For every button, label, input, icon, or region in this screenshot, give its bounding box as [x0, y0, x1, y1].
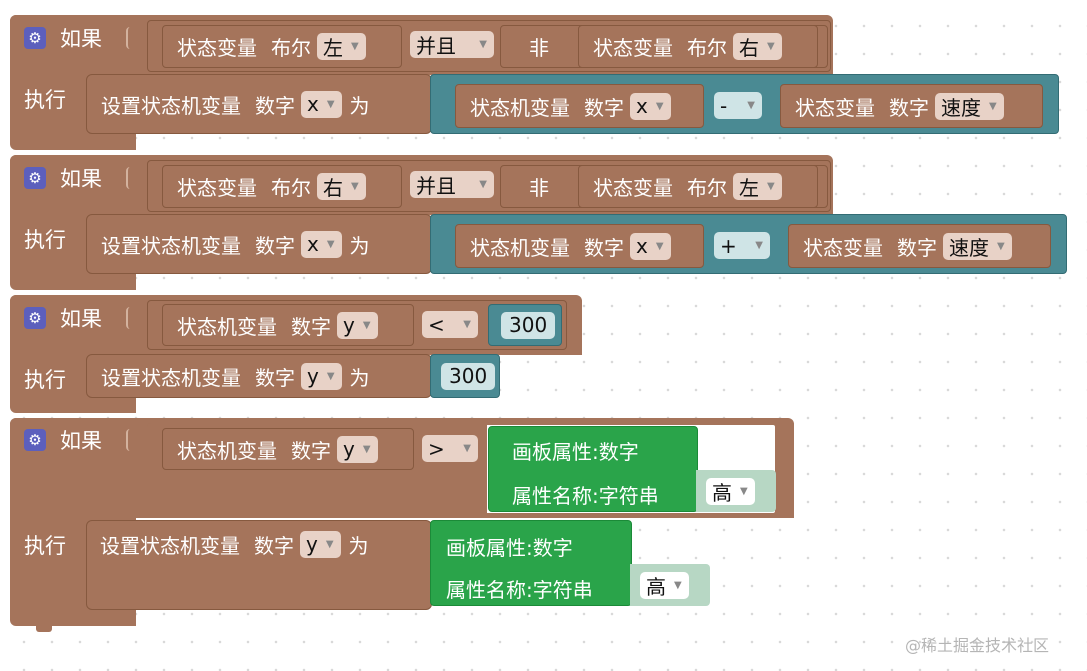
if-label: 如果: [60, 167, 102, 191]
set-sm-var-block[interactable]: 设置状态机变量 数字 y▼ 为: [86, 354, 432, 398]
sm-var-number-block[interactable]: 状态机变量 数字 x▼: [455, 224, 704, 268]
dropdown-arrow-icon: ▼: [755, 240, 763, 251]
logic-op-dropdown[interactable]: 并且▼: [410, 171, 494, 198]
do-label: 执行: [24, 534, 66, 558]
dropdown-arrow-icon: ▼: [351, 41, 359, 52]
set-sm-var-block[interactable]: 设置状态机变量 数字 x▼ 为: [86, 74, 432, 134]
prop-name-string-block[interactable]: 高▼: [630, 564, 710, 606]
do-label: 执行: [24, 88, 66, 112]
number-field[interactable]: 300: [501, 311, 556, 339]
dropdown-arrow-icon: ▼: [655, 240, 664, 252]
input-notch: [126, 27, 135, 49]
canvas-prop-number-block[interactable]: [488, 426, 698, 512]
dropdown-arrow-icon: ▼: [326, 370, 335, 382]
canvas-prop-label: 画板属性:数字: [512, 440, 639, 464]
prop-name-string-block[interactable]: 高▼: [696, 470, 776, 512]
state-var-number-block[interactable]: 状态变量 数字 速度▼: [780, 84, 1043, 128]
prop-name-dropdown[interactable]: 高▼: [640, 571, 689, 599]
set-sm-var-block[interactable]: [86, 520, 432, 610]
state-var-dropdown[interactable]: 速度▼: [943, 232, 1012, 260]
block-next-tab: [36, 626, 52, 632]
canvas-prop-number-block[interactable]: [430, 520, 632, 606]
bool-var-dropdown[interactable]: 左▼: [733, 173, 782, 200]
dropdown-arrow-icon: ▼: [674, 579, 682, 591]
dropdown-arrow-icon: ▼: [767, 41, 775, 52]
watermark: @稀土掘金技术社区: [905, 636, 1050, 655]
state-var-dropdown[interactable]: 速度▼: [935, 92, 1004, 120]
set-sm-var-block[interactable]: 设置状态机变量 数字 x▼ 为: [86, 214, 432, 274]
state-var-number-block[interactable]: 状态变量 数字 速度▼: [788, 224, 1051, 268]
gear-icon[interactable]: ⚙: [24, 307, 46, 329]
gear-icon[interactable]: ⚙: [24, 429, 46, 451]
sm-var-number-block[interactable]: 状态机变量 数字 y▼: [162, 304, 414, 346]
dropdown-arrow-icon: ▼: [326, 98, 335, 110]
input-notch: [126, 429, 135, 451]
dropdown-arrow-icon: ▼: [463, 319, 471, 330]
bool-var-dropdown[interactable]: 右▼: [733, 33, 782, 60]
arith-op-dropdown[interactable]: -▼: [714, 92, 762, 119]
sm-var-dropdown[interactable]: x▼: [630, 92, 671, 120]
input-notch: [126, 167, 135, 189]
dropdown-arrow-icon: ▼: [479, 39, 487, 50]
dropdown-arrow-icon: ▼: [463, 443, 471, 454]
dropdown-arrow-icon: ▼: [740, 485, 748, 497]
if-label: 如果: [60, 429, 102, 453]
state-var-bool-block[interactable]: 状态变量 布尔 左▼: [162, 25, 402, 68]
if-label: 如果: [60, 307, 102, 331]
sm-var-dropdown[interactable]: y▼: [301, 362, 342, 390]
bool-var-dropdown[interactable]: 左▼: [317, 33, 366, 60]
dropdown-arrow-icon: ▼: [326, 238, 335, 250]
dropdown-arrow-icon: ▼: [989, 100, 997, 112]
sm-var-dropdown[interactable]: x▼: [630, 232, 671, 260]
dropdown-arrow-icon: ▼: [747, 100, 755, 111]
compare-op-dropdown[interactable]: <▼: [422, 311, 478, 338]
sm-var-dropdown[interactable]: y▼: [337, 311, 378, 339]
prop-name-dropdown[interactable]: 高▼: [706, 477, 755, 505]
sm-var-dropdown[interactable]: y▼: [300, 530, 341, 558]
prop-name-label: 属性名称:字符串: [512, 484, 659, 508]
dropdown-arrow-icon: ▼: [351, 181, 359, 192]
gear-icon[interactable]: ⚙: [24, 27, 46, 49]
number-field[interactable]: 300: [441, 362, 496, 390]
gear-icon[interactable]: ⚙: [24, 167, 46, 189]
arith-op-dropdown[interactable]: +▼: [714, 232, 770, 259]
do-label: 执行: [24, 368, 66, 392]
sm-var-dropdown[interactable]: x▼: [301, 90, 342, 118]
number-block[interactable]: 300: [488, 304, 562, 346]
sm-var-dropdown[interactable]: x▼: [301, 230, 342, 258]
canvas-prop-label: 画板属性:数字: [446, 536, 573, 560]
state-var-bool-block[interactable]: 状态变量 布尔 右▼: [578, 25, 818, 68]
dropdown-arrow-icon: ▼: [997, 240, 1005, 252]
dropdown-arrow-icon: ▼: [767, 181, 775, 192]
dropdown-arrow-icon: ▼: [362, 319, 371, 331]
sm-var-number-block[interactable]: 状态机变量 数字 y▼: [162, 428, 414, 470]
dropdown-arrow-icon: ▼: [655, 100, 664, 112]
state-var-bool-block[interactable]: 状态变量 布尔 右▼: [162, 165, 402, 208]
sm-var-number-block[interactable]: 状态机变量 数字 x▼: [455, 84, 704, 128]
number-block[interactable]: 300: [430, 354, 500, 398]
state-var-bool-block[interactable]: 状态变量 布尔 左▼: [578, 165, 818, 208]
do-label: 执行: [24, 228, 66, 252]
dropdown-arrow-icon: ▼: [362, 443, 371, 455]
prop-name-label: 属性名称:字符串: [446, 578, 593, 602]
compare-op-dropdown[interactable]: >▼: [422, 435, 478, 462]
dropdown-arrow-icon: ▼: [479, 179, 487, 190]
bool-var-dropdown[interactable]: 右▼: [317, 173, 366, 200]
dropdown-arrow-icon: ▼: [325, 538, 334, 550]
if-label: 如果: [60, 27, 102, 51]
input-notch: [126, 307, 135, 329]
logic-op-dropdown[interactable]: 并且▼: [410, 31, 494, 58]
sm-var-dropdown[interactable]: y▼: [337, 435, 378, 463]
